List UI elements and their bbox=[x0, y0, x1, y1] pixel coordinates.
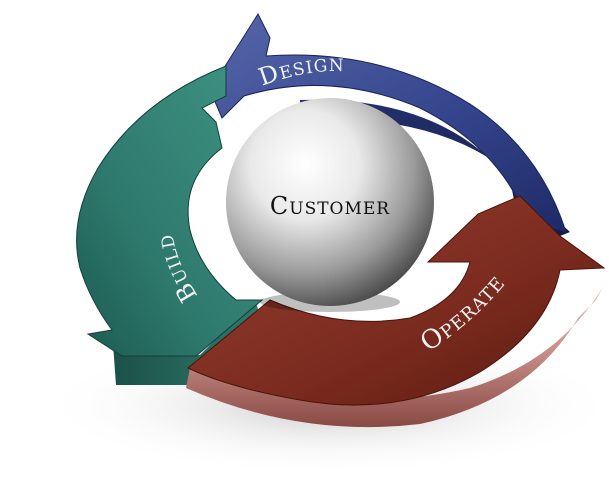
build-arrow-body bbox=[76, 65, 264, 357]
customer-sphere: Customer bbox=[226, 98, 434, 312]
build-arrow-side bbox=[112, 300, 260, 385]
build-arrow: Build bbox=[76, 65, 264, 385]
operate-arrow-body bbox=[187, 195, 606, 406]
sphere-body bbox=[226, 98, 434, 306]
operate-arrow-side bbox=[186, 285, 604, 428]
customer-label: Customer bbox=[270, 192, 390, 220]
